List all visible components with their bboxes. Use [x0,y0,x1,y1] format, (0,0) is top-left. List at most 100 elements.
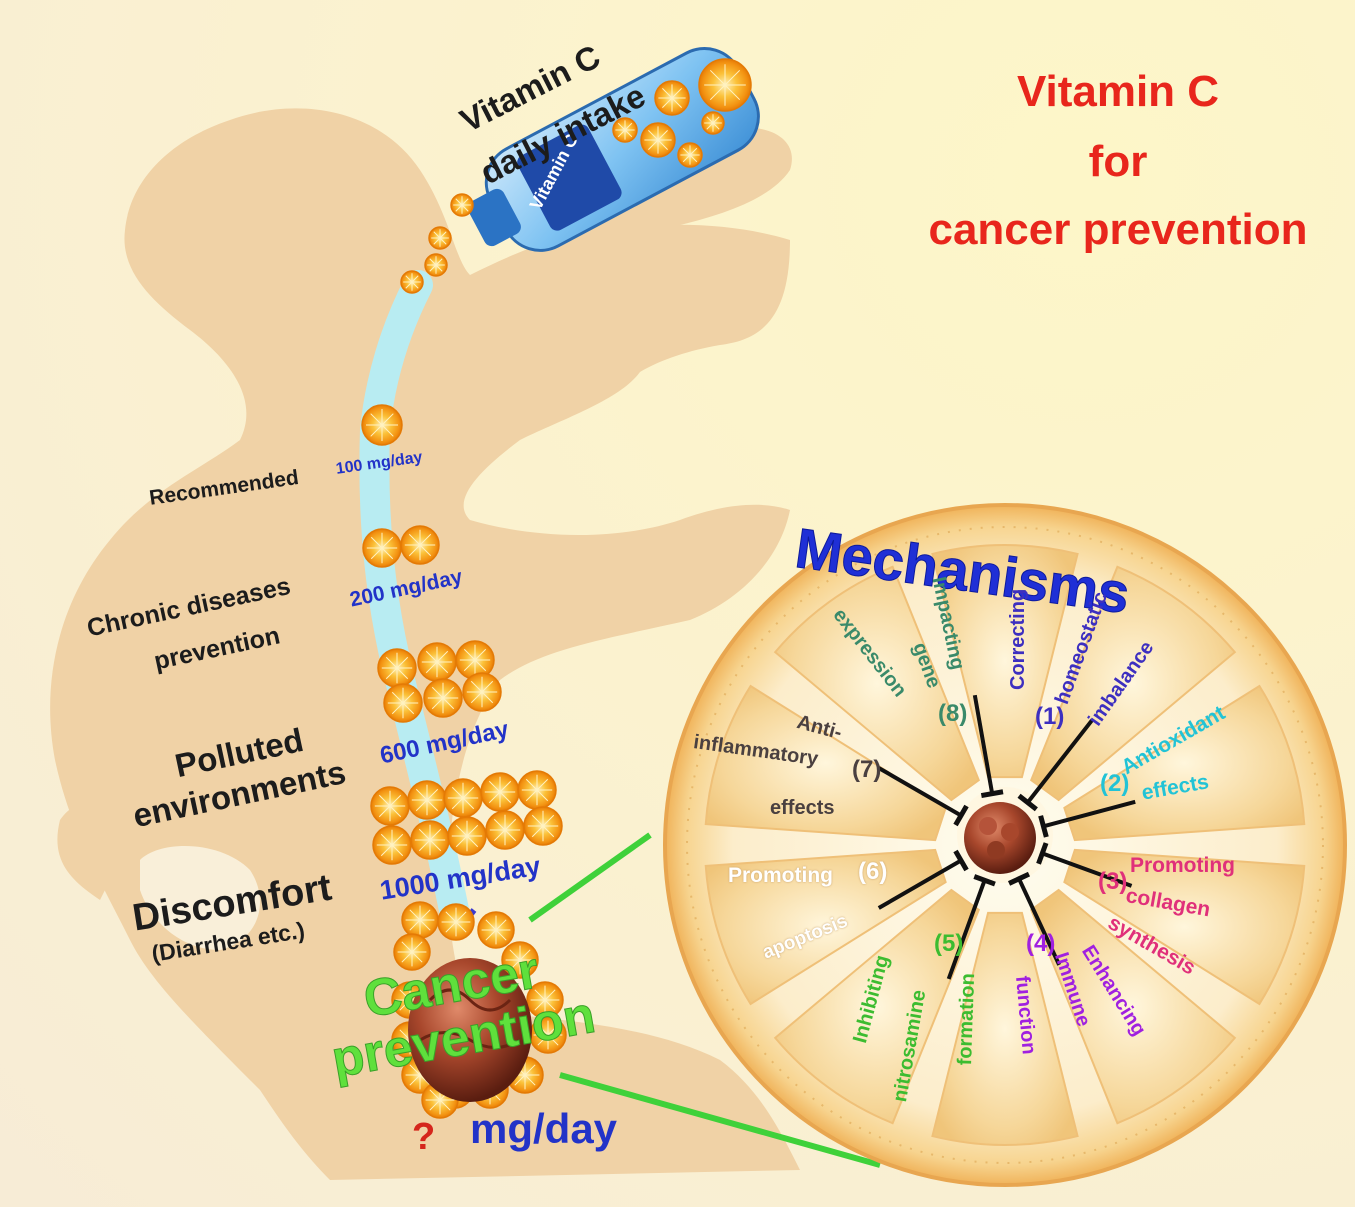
mechanism-2-number: (2) [1100,770,1130,797]
title-line-1: Vitamin C [1016,67,1220,116]
mechanism-6-text-1: Promoting [728,864,833,887]
orange-slice-segment [485,919,497,931]
orange-slice-segment [418,839,431,852]
inhibition-line [972,694,995,795]
orange-slice-segment [474,648,487,661]
orange-slice-segment [411,941,423,953]
orange-slice-segment [495,929,507,941]
orange-slice-segment [429,1099,441,1111]
mechanism-1-number: (1) [1035,703,1065,730]
orange-slice-segment [433,237,441,245]
orange-slice-segment [455,835,468,848]
orange-slice-segment [436,650,449,663]
mechanism-8-number: (8) [938,700,968,727]
orange-slice-segment [419,909,431,921]
orange-slice-segment [381,547,394,560]
lemon-segment [773,888,980,1125]
orange-slice-segment [712,122,720,130]
lemon-segment [1030,888,1237,1125]
orange-slice-segment [391,833,404,846]
orange-slice-segment [466,824,479,837]
orange-slice-segment [682,147,691,156]
orange-slice-segment [499,780,512,793]
inhibition-bar [980,789,1004,799]
inhibition-arrows [877,694,1136,980]
orange-slice-segment [531,825,544,838]
orange-slice-segment [455,911,467,923]
orange-slice-segment [682,154,691,163]
orange-slice-segment [451,797,464,810]
orange-slice-segment [429,264,437,272]
orange-slice-segment [462,797,475,810]
orange-slice-segment [519,949,531,961]
orange-slice-segment [461,204,469,212]
orange-slice-segment [662,88,673,99]
orange-slice-segment [442,686,455,699]
orange-slice-segment [445,911,457,923]
mechanism-1-text-1: Correcting [1007,588,1029,690]
orange-slice-segment [657,139,668,150]
orange-slice-segment [396,656,409,669]
mechanism-7-text-3: effects [770,797,835,819]
orange-slice-segment [525,789,538,802]
inhibition-line [946,879,987,980]
orange-slice-segment [724,84,741,101]
inhibition-bar [1017,793,1038,812]
orange-slice-segment [547,1034,559,1046]
orange-slice-segment [662,97,673,108]
orange-slice-segment [617,122,626,131]
orange-slice-segment [462,786,475,799]
orange-slice-segment [426,799,439,812]
orange-slice-segment [648,139,659,150]
orange-slice-segment [671,97,682,108]
orange-slice-segment [495,919,507,931]
orange-slice-segment [401,941,413,953]
orange-slice-segment [399,1039,411,1051]
orange-slice-segment [431,686,444,699]
orange-slice-segment [504,829,517,842]
orange-slice-segment [402,702,415,715]
orange-slice-segment [470,680,483,693]
orange-slice-segment [436,661,449,674]
orange-slice-segment [445,921,457,933]
orange-slice-segment [481,680,494,693]
orange-slice-segment [380,844,393,857]
inhibition-line [1041,851,1133,888]
orange-slice-segment [399,989,411,1001]
orange-slice-segment [389,794,402,807]
orange-slice-segment [536,789,549,802]
orange-slice-segment [493,818,506,831]
orange-slice-segment [466,835,479,848]
orange-slice-segment [706,116,714,124]
mechanism-3-text-1: Promoting [1130,854,1235,877]
orange-slice-segment [408,544,421,557]
orange-slice-segment [499,791,512,804]
orange-slice-segment [396,667,409,680]
lemon-segment [704,684,947,842]
orange-slice-segment [409,1074,421,1086]
orange-slice-segment [534,999,546,1011]
orange-slice-segment [544,999,556,1011]
orange-slice-segment [378,805,391,818]
orange-slice-segment [425,661,438,674]
inhibition-bar [1038,815,1049,838]
orange-slice-segment [419,544,432,557]
orange-slice-segment [415,799,428,812]
orange-slice-segment [429,258,437,266]
orange-slice-segment [411,275,419,283]
orange-slice-segment [439,231,447,239]
orange-slice-segment [411,951,423,963]
orange-slice-segment [519,959,531,971]
orange-slice-segment [391,844,404,857]
orange-slice-segment [461,198,469,206]
orange-slice-segment [409,919,421,931]
orange-slice-segment [442,697,455,710]
orange-slice-segment [370,536,383,549]
orange-slice-segment [426,788,439,801]
orange-slice-segment [463,648,476,661]
orange-slice-segment [488,780,501,793]
tumor-center [964,802,1036,874]
inhibition-line [1042,799,1136,829]
